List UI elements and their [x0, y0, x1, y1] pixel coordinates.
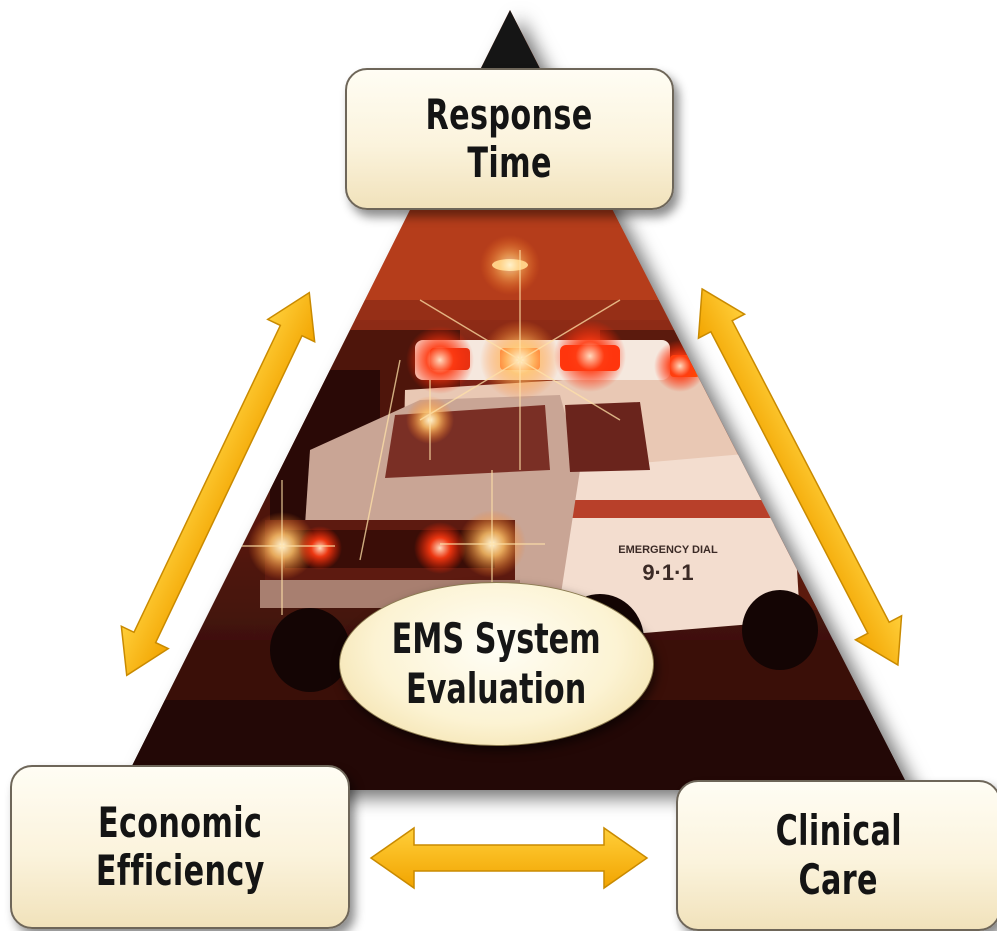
clinical-care-line2: Care	[798, 854, 879, 904]
center-line1: EMS System	[391, 613, 602, 663]
economic-efficiency-line2: Efficiency	[95, 846, 265, 895]
response-time-line2: Time	[467, 138, 552, 187]
arrow-top-left	[120, 291, 316, 677]
ems-system-evaluation-oval: EMS System Evaluation	[339, 582, 654, 746]
economic-efficiency-box: Economic Efficiency	[10, 765, 350, 929]
vehicle-sign-line2: 9·1·1	[642, 560, 693, 585]
clinical-care-box: Clinical Care	[676, 780, 997, 931]
response-time-box: Response Time	[345, 68, 674, 210]
economic-efficiency-line1: Economic	[97, 797, 263, 847]
arrow-top-right	[697, 287, 903, 667]
vehicle-sign-line1: EMERGENCY DIAL	[618, 544, 718, 556]
center-line2: Evaluation	[406, 664, 587, 713]
arrow-bottom	[369, 826, 649, 890]
clinical-care-line1: Clinical	[775, 806, 902, 856]
response-time-line1: Response	[425, 89, 594, 139]
